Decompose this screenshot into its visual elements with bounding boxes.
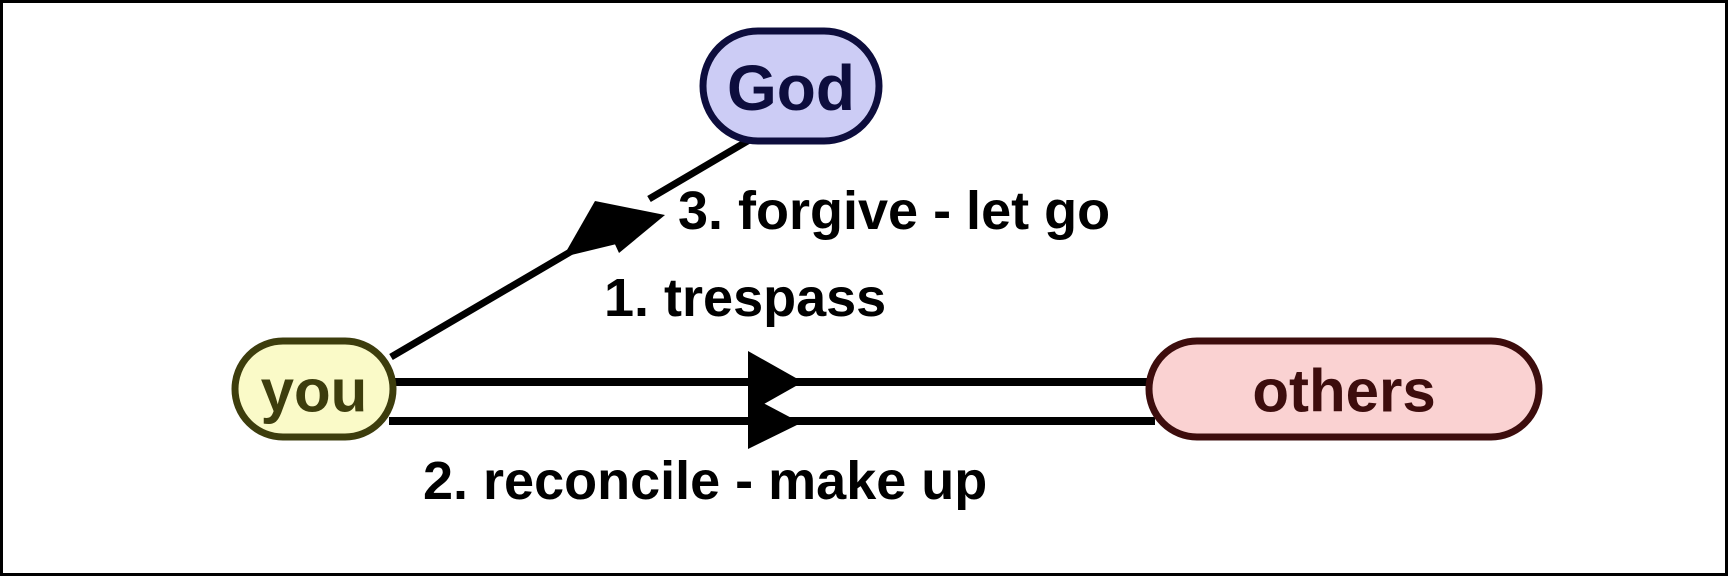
node-others[interactable]: others xyxy=(1145,337,1543,441)
edge-reconcile-arrowhead xyxy=(748,395,801,449)
node-you[interactable]: you xyxy=(231,337,397,441)
edge-trespass xyxy=(389,351,1155,413)
edge-label-reconcile: 2. reconcile - make up xyxy=(423,451,987,511)
edge-reconcile xyxy=(389,395,1155,449)
diagram-svg: God you others 3. forgive - let go 1. tr… xyxy=(231,27,1543,511)
node-others-shape[interactable] xyxy=(1145,337,1543,441)
edge-forgive-line-upper xyxy=(647,135,753,203)
edge-forgive-arrowhead-tail xyxy=(563,201,629,257)
edge-forgive xyxy=(389,135,753,361)
node-you-label: you xyxy=(261,358,368,425)
edge-label-forgive: 3. forgive - let go xyxy=(678,181,1110,241)
node-god[interactable]: God xyxy=(699,27,883,145)
edge-forgive-arrowhead xyxy=(595,201,665,253)
node-god-label: God xyxy=(727,52,855,124)
node-god-shape[interactable] xyxy=(699,27,883,145)
edge-trespass-arrowhead xyxy=(748,351,803,413)
node-others-label: others xyxy=(1252,358,1435,425)
node-you-shape[interactable] xyxy=(231,337,397,441)
edge-label-trespass: 1. trespass xyxy=(604,268,886,328)
